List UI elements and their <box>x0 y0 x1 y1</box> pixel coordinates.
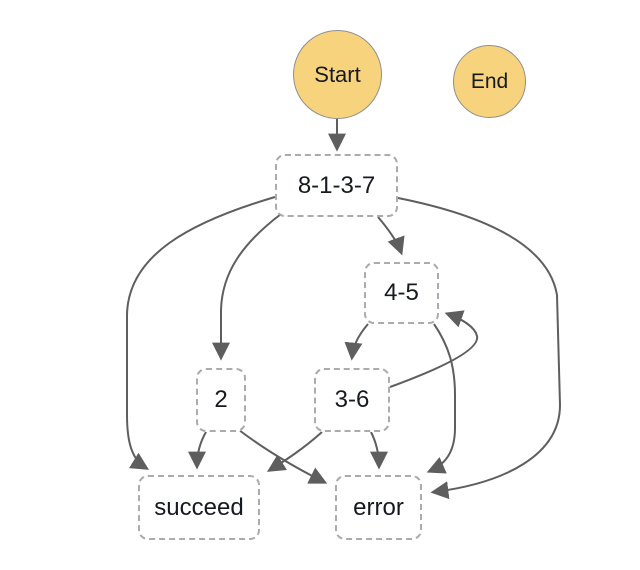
start-node: Start <box>293 30 382 119</box>
end-node: End <box>453 45 526 118</box>
state-node-4-5[interactable]: 4-5 <box>364 262 439 324</box>
edge-8-1-3-7-to-4-5 <box>377 216 405 256</box>
state-node-2[interactable]: 2 <box>196 368 246 432</box>
state-node-label: error <box>353 493 404 521</box>
state-node-label: succeed <box>154 493 244 521</box>
edge-4-5-to-error <box>426 323 456 474</box>
edge-3-6-to-error <box>369 431 388 470</box>
state-node-label: 4-5 <box>384 279 419 306</box>
state-node-label: 8-1-3-7 <box>297 171 376 199</box>
start-node-label: Start <box>314 61 361 87</box>
edge-2-to-succeed <box>188 431 207 470</box>
edge-4-5-to-3-6 <box>344 323 369 361</box>
state-node-8-1-3-7[interactable]: 8-1-3-7 <box>275 154 398 217</box>
state-node-label: 2 <box>214 386 228 413</box>
state-node-succeed[interactable]: succeed <box>138 475 260 540</box>
edge-8-1-3-7-to-2 <box>212 213 282 361</box>
state-node-label: 3-6 <box>334 386 370 413</box>
edge-8-1-3-7-to-error <box>397 197 562 500</box>
end-node-label: End <box>470 69 509 93</box>
state-node-error[interactable]: error <box>335 475 422 540</box>
edge-3-6-to-succeed <box>266 431 323 472</box>
edge-3-6-to-4-5 <box>389 310 479 388</box>
state-node-3-6[interactable]: 3-6 <box>314 368 390 432</box>
